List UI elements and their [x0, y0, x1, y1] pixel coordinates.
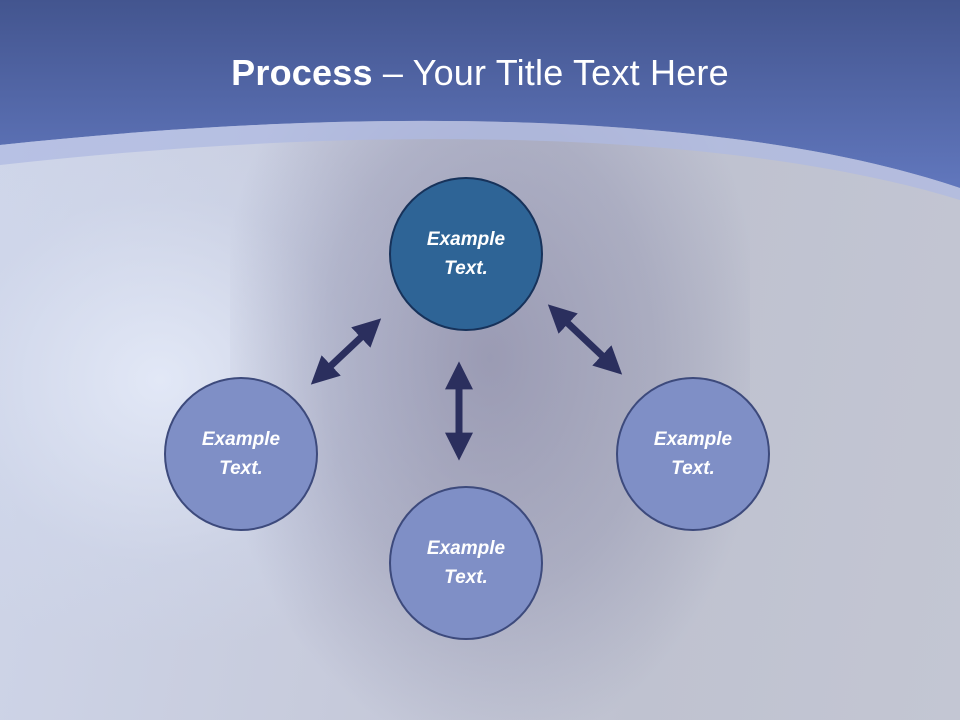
title-rest: Your Title Text Here — [412, 52, 729, 93]
node-left: Example Text. — [164, 377, 318, 531]
arrow-top-left — [310, 318, 382, 385]
arrow-top-right — [547, 304, 623, 375]
node-right: Example Text. — [616, 377, 770, 531]
title-separator: – — [372, 52, 413, 93]
node-top: Example Text. — [389, 177, 543, 331]
node-right-label: Example Text. — [653, 429, 733, 479]
title-bold: Process — [231, 52, 373, 93]
node-bottom-label: Example Text. — [426, 538, 506, 588]
slide-title: Process – Your Title Text Here — [0, 52, 960, 94]
node-top-label: Example Text. — [426, 229, 506, 279]
header-swoosh — [0, 120, 960, 200]
node-left-label: Example Text. — [201, 429, 281, 479]
header-shape — [0, 0, 960, 188]
node-bottom: Example Text. — [389, 486, 543, 640]
